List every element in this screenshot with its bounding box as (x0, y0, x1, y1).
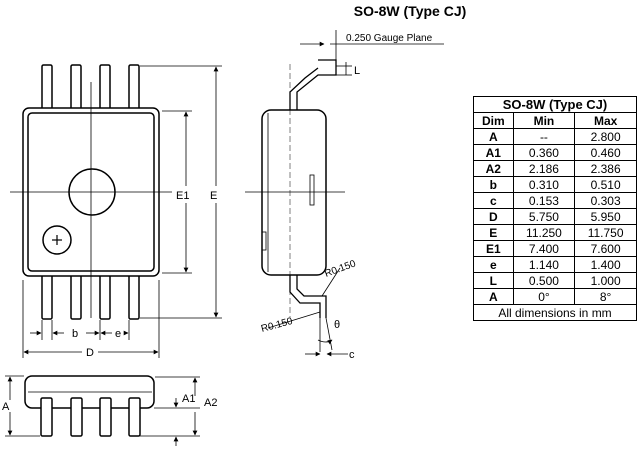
header-min: Min (512, 112, 576, 129)
side-view (245, 59, 345, 318)
table-note-row: All dimensions in mm (473, 304, 637, 321)
label-l: L (354, 65, 360, 77)
header-max: Max (574, 112, 637, 129)
pin1-indicator (42, 225, 72, 255)
label-r-lower: R0.150 (260, 316, 294, 335)
label-d: D (86, 347, 94, 359)
label-a2: A2 (204, 397, 217, 409)
table-note: All dimensions in mm (473, 304, 637, 321)
label-b: b (72, 328, 78, 340)
label-theta: θ (334, 319, 340, 331)
top-view-dimensions (22, 65, 222, 358)
top-leads-upper (41, 64, 140, 110)
front-view (24, 375, 155, 437)
table-row: A--2.800 (473, 128, 637, 145)
label-e-pitch: e (115, 328, 121, 340)
label-c: c (349, 349, 355, 361)
header-dim: Dim (473, 112, 514, 129)
label-gauge-plane: 0.250 Gauge Plane (346, 33, 433, 44)
package-body-front (24, 375, 155, 409)
side-view-dimensions (267, 30, 444, 357)
package-body-side (261, 109, 327, 276)
package-title: SO-8W (Type CJ) (354, 3, 467, 19)
top-leads-lower (41, 272, 140, 320)
front-view-dimensions (5, 375, 200, 446)
label-e: E (210, 190, 217, 202)
label-e1: E1 (176, 190, 189, 202)
table-caption: SO-8W (Type CJ) (473, 96, 637, 113)
label-a: A (2, 401, 10, 413)
label-r-upper: R0.150 (323, 258, 357, 280)
label-a1: A1 (182, 393, 195, 405)
ejector-mark (68, 168, 116, 216)
top-view (10, 64, 172, 320)
